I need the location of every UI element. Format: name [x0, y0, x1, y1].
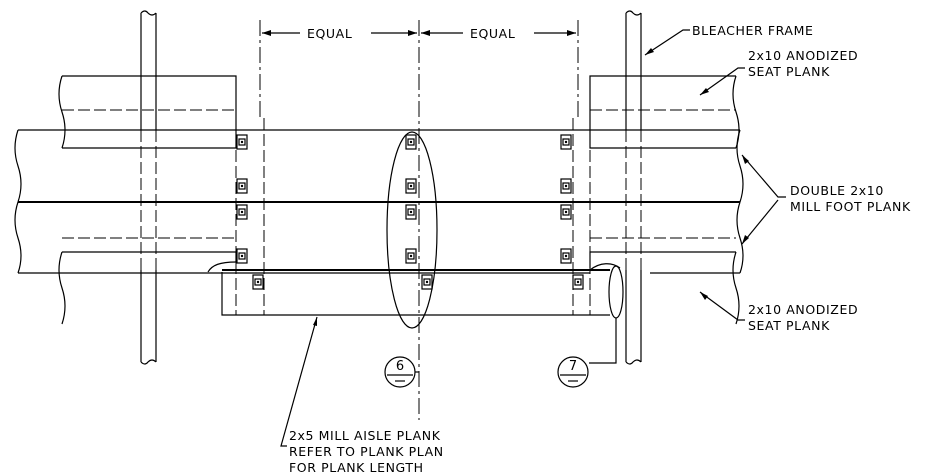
dimension-label-right: EQUAL — [470, 26, 515, 41]
label-aisle-plank-2: REFER TO PLANK PLAN — [289, 444, 444, 459]
label-seat-plank-bottom-2: SEAT PLANK — [748, 318, 830, 333]
label-seat-plank-top-1: 2x10 ANODIZED — [748, 48, 858, 63]
label-bleacher-frame: BLEACHER FRAME — [692, 23, 813, 38]
seat-plank-top-right — [589, 75, 740, 149]
hidden-lines — [62, 109, 736, 315]
fastener-clip — [405, 134, 417, 150]
detail-bubble-7: 7 — [557, 356, 589, 388]
detail-ellipse-7 — [608, 265, 624, 319]
foot-plank — [14, 129, 744, 274]
label-aisle-plank-1: 2x5 MILL AISLE PLANK — [289, 428, 441, 443]
dimension-label-left: EQUAL — [307, 26, 352, 41]
fastener-clip — [236, 134, 248, 150]
detail-bubble-6: 6 — [384, 356, 419, 388]
dimension-equal: EQUAL EQUAL — [262, 26, 576, 41]
fastener-clip — [560, 248, 572, 264]
label-seat-plank-bottom-1: 2x10 ANODIZED — [748, 302, 858, 317]
fastener-clip — [560, 178, 572, 194]
fastener-clip — [236, 204, 248, 220]
label-seat-plank-top-2: SEAT PLANK — [748, 64, 830, 79]
detail-number-7: 7 — [569, 359, 577, 374]
label-foot-plank-2: MILL FOOT PLANK — [790, 199, 911, 214]
fastener-clip — [560, 204, 572, 220]
detail-ellipse-6 — [386, 131, 438, 329]
fastener-clip — [236, 248, 248, 264]
fastener-clip — [421, 274, 433, 290]
fastener-clip — [405, 204, 417, 220]
fastener-clip — [252, 274, 264, 290]
bleacher-frame-right — [625, 10, 642, 365]
seat-plank-top-left — [58, 75, 237, 149]
fastener-clip — [405, 178, 417, 194]
fastener-clip — [405, 248, 417, 264]
leaders — [280, 29, 786, 447]
label-foot-plank-1: DOUBLE 2x10 — [790, 183, 884, 198]
fastener-clip — [560, 134, 572, 150]
label-aisle-plank-3: FOR PLANK LENGTH — [289, 460, 424, 475]
seat-plank-bottom-left — [58, 251, 237, 325]
bleacher-frame-left — [140, 10, 157, 365]
fastener-clip — [236, 178, 248, 194]
fastener-clip — [572, 274, 584, 290]
fastener-clips — [236, 134, 584, 290]
aisle-plank — [221, 263, 621, 316]
centerlines — [259, 20, 579, 420]
detail-number-6: 6 — [396, 359, 404, 374]
